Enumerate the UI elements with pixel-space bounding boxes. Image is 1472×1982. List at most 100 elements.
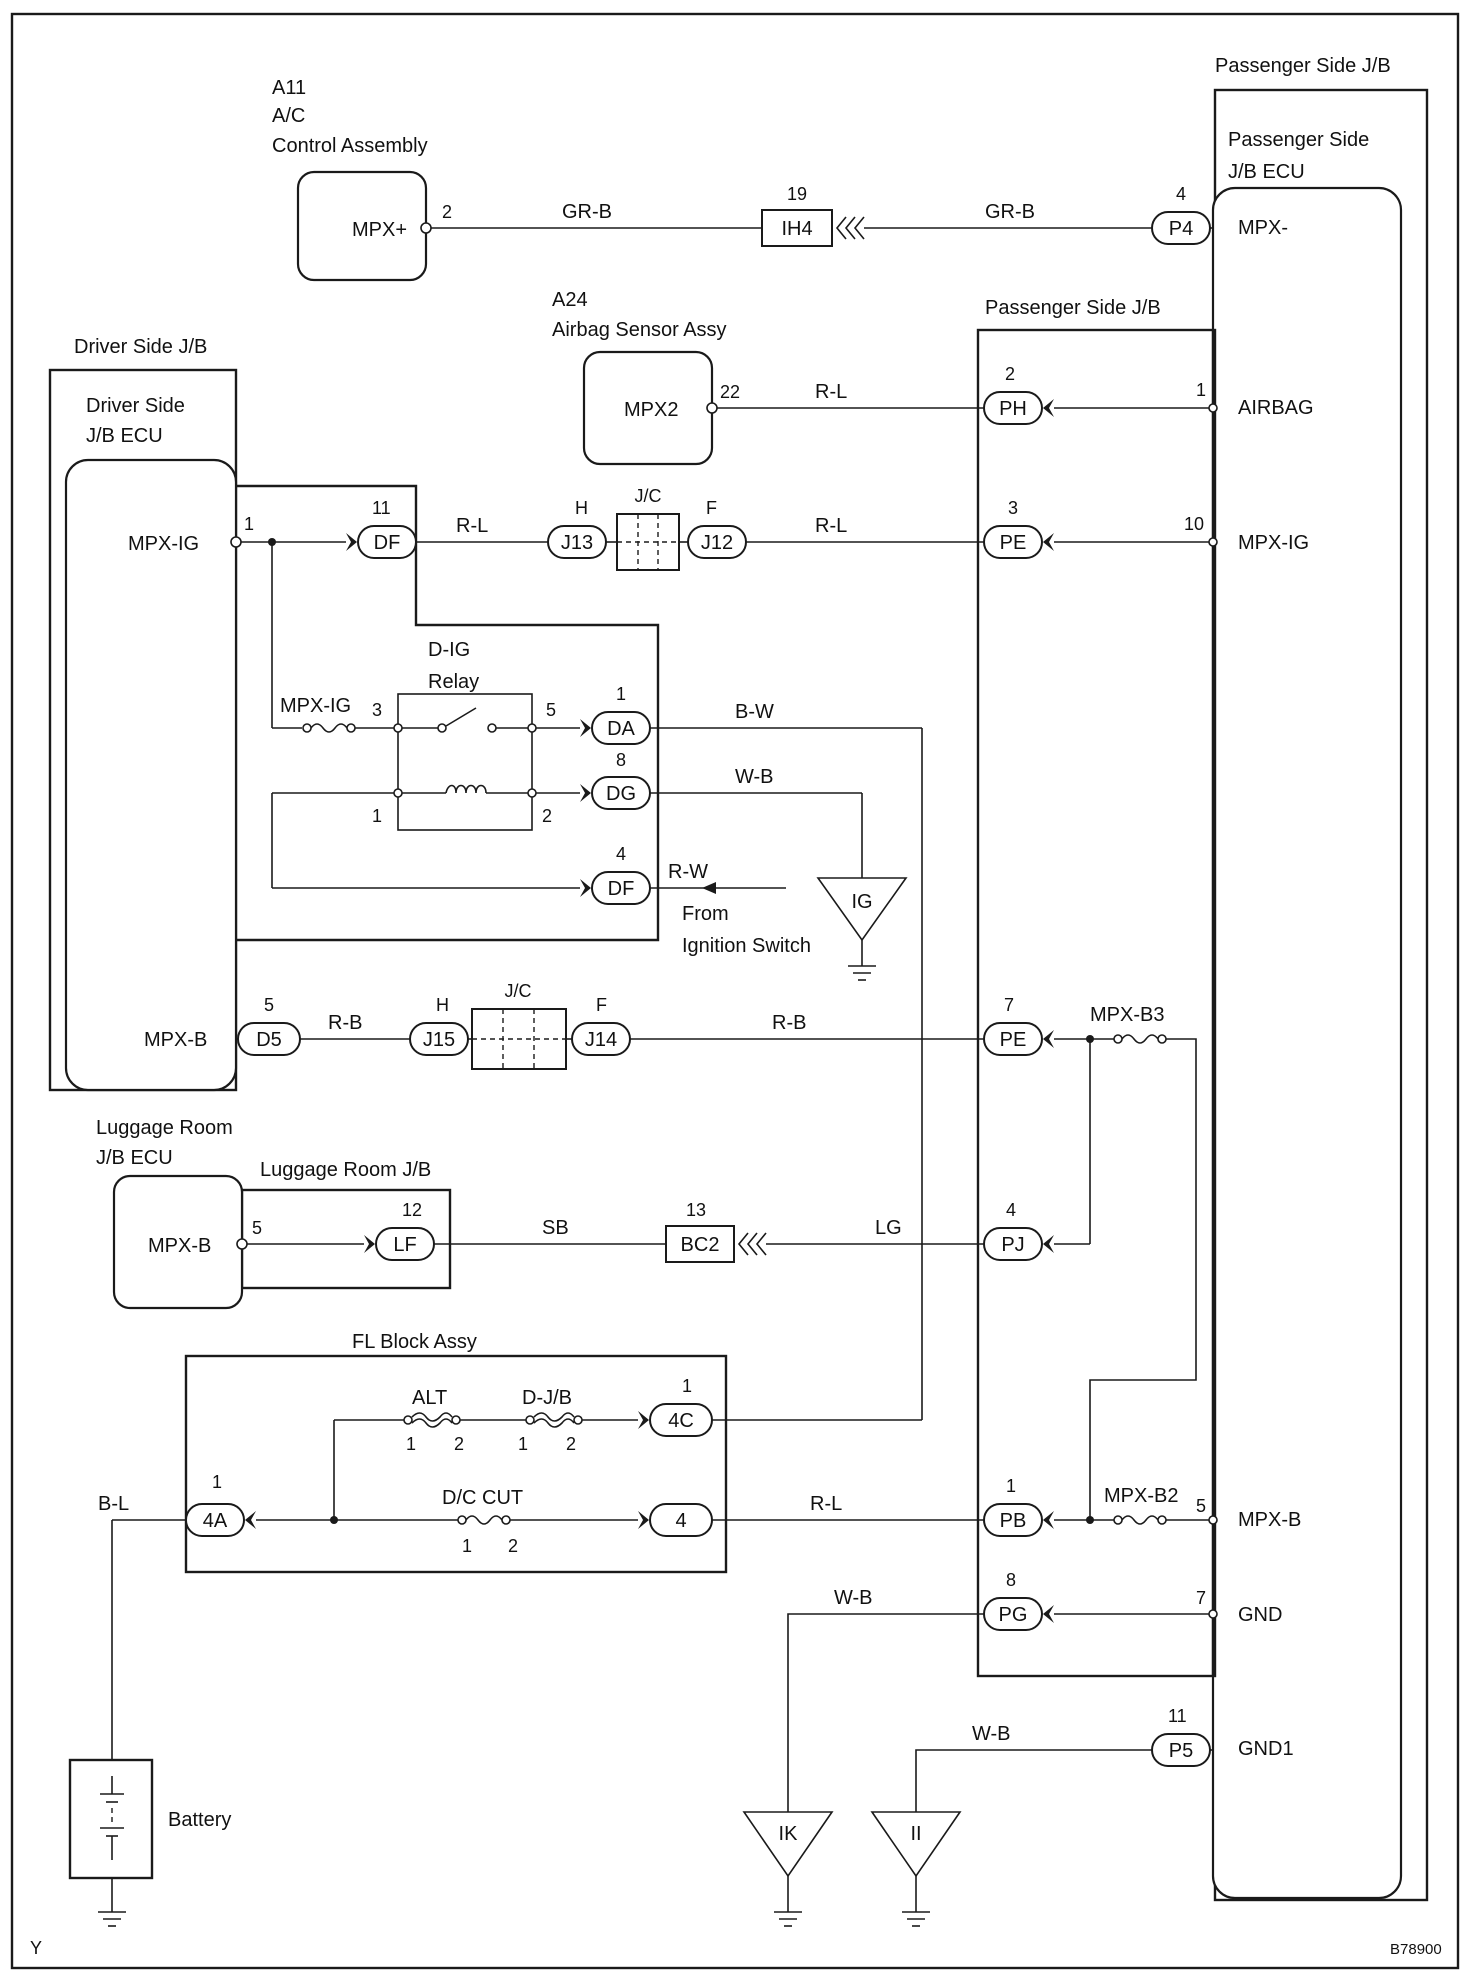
ground-ii: [870, 1811, 962, 1878]
connector-4c-label: 4C: [668, 1410, 694, 1432]
driver-ecu-label-2: J/B ECU: [86, 425, 163, 447]
fuse-mpx-b3-left: [1113, 1034, 1123, 1044]
fl-block-assy: [184, 1354, 728, 1574]
fuse-djb-left: [525, 1415, 535, 1425]
lug-pin: 5: [252, 1218, 262, 1238]
connector-pg-chevron: [1043, 1605, 1054, 1623]
wire-bat-label: B-L: [98, 1493, 129, 1515]
connector-ih4-pin: 19: [787, 184, 807, 204]
a24-code: A24: [552, 289, 588, 311]
pass-airbag-pin: 1: [1196, 380, 1206, 400]
pass-term-mpx-b: MPX-B: [1238, 1509, 1301, 1531]
fuse-djb-right: [573, 1415, 583, 1425]
relay-terminal-3: [393, 723, 403, 733]
connector-pj-pin: 4: [1006, 1200, 1016, 1220]
lug-term-mpx-b: MPX-B: [148, 1235, 211, 1257]
fuse-dc-label: D/C CUT: [442, 1487, 523, 1509]
connector-pg-label: PG: [999, 1604, 1028, 1626]
connector-ph-label: PH: [999, 398, 1027, 420]
from-label-2: Ignition Switch: [682, 935, 811, 957]
fuse-dc-left: [457, 1515, 467, 1525]
wire-ig-right-label: R-L: [815, 515, 847, 537]
pass-airbag-terminal: [1208, 403, 1218, 413]
fuse-mpx-b2-left: [1113, 1515, 1123, 1525]
d-ig-relay: [397, 693, 533, 831]
relay-pin-coil-a: 1: [372, 806, 382, 826]
wire-ig-left-label: R-L: [456, 515, 488, 537]
connector-j15-pin: H: [436, 995, 449, 1015]
pass-gnd-terminal: [1208, 1609, 1218, 1619]
connector-pj-label: PJ: [1001, 1234, 1024, 1256]
fuse-djb: [533, 1412, 575, 1428]
corner-label: Y: [30, 1938, 42, 1958]
connector-p5-pin: 11: [1168, 1706, 1187, 1726]
a11-label-2: Control Assembly: [272, 135, 428, 157]
pass-term-gnd: GND: [1238, 1604, 1282, 1626]
pass-mpx-b-terminal: [1208, 1515, 1218, 1525]
connector-j12-pin: F: [706, 498, 717, 518]
connector-j13-label: J13: [561, 532, 593, 554]
connector-ph-chevron: [1043, 399, 1054, 417]
fuse-djb-label: D-J/B: [522, 1387, 572, 1409]
passenger-ecu-label-1: Passenger Side: [1228, 129, 1369, 151]
connector-4a-chevron: [245, 1511, 256, 1529]
connector-j13-pin: H: [575, 498, 588, 518]
pass-mpx-b-pin: 5: [1196, 1496, 1206, 1516]
wire-df-ign-label: R-W: [668, 861, 708, 883]
ignition-arrow: [702, 882, 716, 894]
drv-mpx-ig-terminal: [230, 536, 242, 548]
fuse-alt-label: ALT: [412, 1387, 447, 1409]
fuse-alt: [411, 1412, 453, 1428]
fuse-mpx-b2-right: [1157, 1515, 1167, 1525]
relay-pin-in: 3: [372, 700, 382, 720]
connector-ih4: [761, 209, 833, 247]
connector-df-low-chevron: [580, 879, 591, 897]
connector-lf-chevron: [364, 1235, 375, 1253]
fuse-alt-right: [451, 1415, 461, 1425]
connector-dg-pin: 8: [616, 750, 626, 770]
connector-pe-low-chevron: [1043, 1030, 1054, 1048]
pass-term-airbag: AIRBAG: [1238, 397, 1314, 419]
battery: [68, 1758, 154, 1880]
driver-jb-ecu: [64, 458, 238, 1092]
connector-da-pin: 1: [616, 684, 626, 704]
wire-p5: [915, 1749, 1152, 1812]
relay-terminal-2: [527, 788, 537, 798]
connector-df-top-chevron: [346, 533, 357, 551]
wire-p5-label: W-B: [972, 1723, 1011, 1745]
connector-pg-pin: 8: [1006, 1570, 1016, 1590]
wire-pg: [787, 1613, 984, 1812]
diagram-frame: [10, 12, 1460, 1970]
connector-4c-pin: 1: [682, 1376, 692, 1396]
drv-term-mpx-b: MPX-B: [144, 1029, 207, 1051]
connector-d5-label: D5: [256, 1029, 282, 1051]
connector-df-top-pin: 11: [372, 498, 391, 518]
driver-jb-relay-area: [236, 484, 660, 942]
relay-terminal-5: [527, 723, 537, 733]
luggage-ecu-label-2: J/B ECU: [96, 1147, 173, 1169]
fuse-alt-left: [403, 1415, 413, 1425]
passenger-jb-inner: [976, 328, 1217, 1678]
connector-j14-label: J14: [585, 1029, 617, 1051]
a11-label-1: A/C: [272, 105, 305, 127]
connector-d5-pin: 5: [264, 995, 274, 1015]
fuse-mpx-ig-left: [302, 723, 312, 733]
drv-mpx-ig-pin: 1: [244, 514, 254, 534]
relay-label-1: D-IG: [428, 639, 470, 661]
connector-p5-label: P5: [1169, 1740, 1193, 1762]
relay-pin-out: 5: [546, 700, 556, 720]
fuse-mpx-ig-right: [346, 723, 356, 733]
passenger-jb-inner-label: Passenger Side J/B: [985, 297, 1161, 319]
connector-pb-label: PB: [1000, 1510, 1027, 1532]
connector-4-label: 4: [675, 1510, 686, 1532]
connector-dg-chevron: [580, 784, 591, 802]
fuse-mpx-b2-label: MPX-B2: [1104, 1485, 1178, 1507]
from-label-1: From: [682, 903, 729, 925]
pass-term-gnd1: GND1: [1238, 1738, 1294, 1760]
jc-top-label: J/C: [635, 486, 662, 506]
driver-ecu-label-1: Driver Side: [86, 395, 185, 417]
relay-label-2: Relay: [428, 671, 479, 693]
figure-id: B78900: [1390, 1941, 1442, 1958]
fuse-dc-cut: [465, 1515, 503, 1525]
fuse-mpx-ig-label: MPX-IG: [280, 695, 351, 717]
